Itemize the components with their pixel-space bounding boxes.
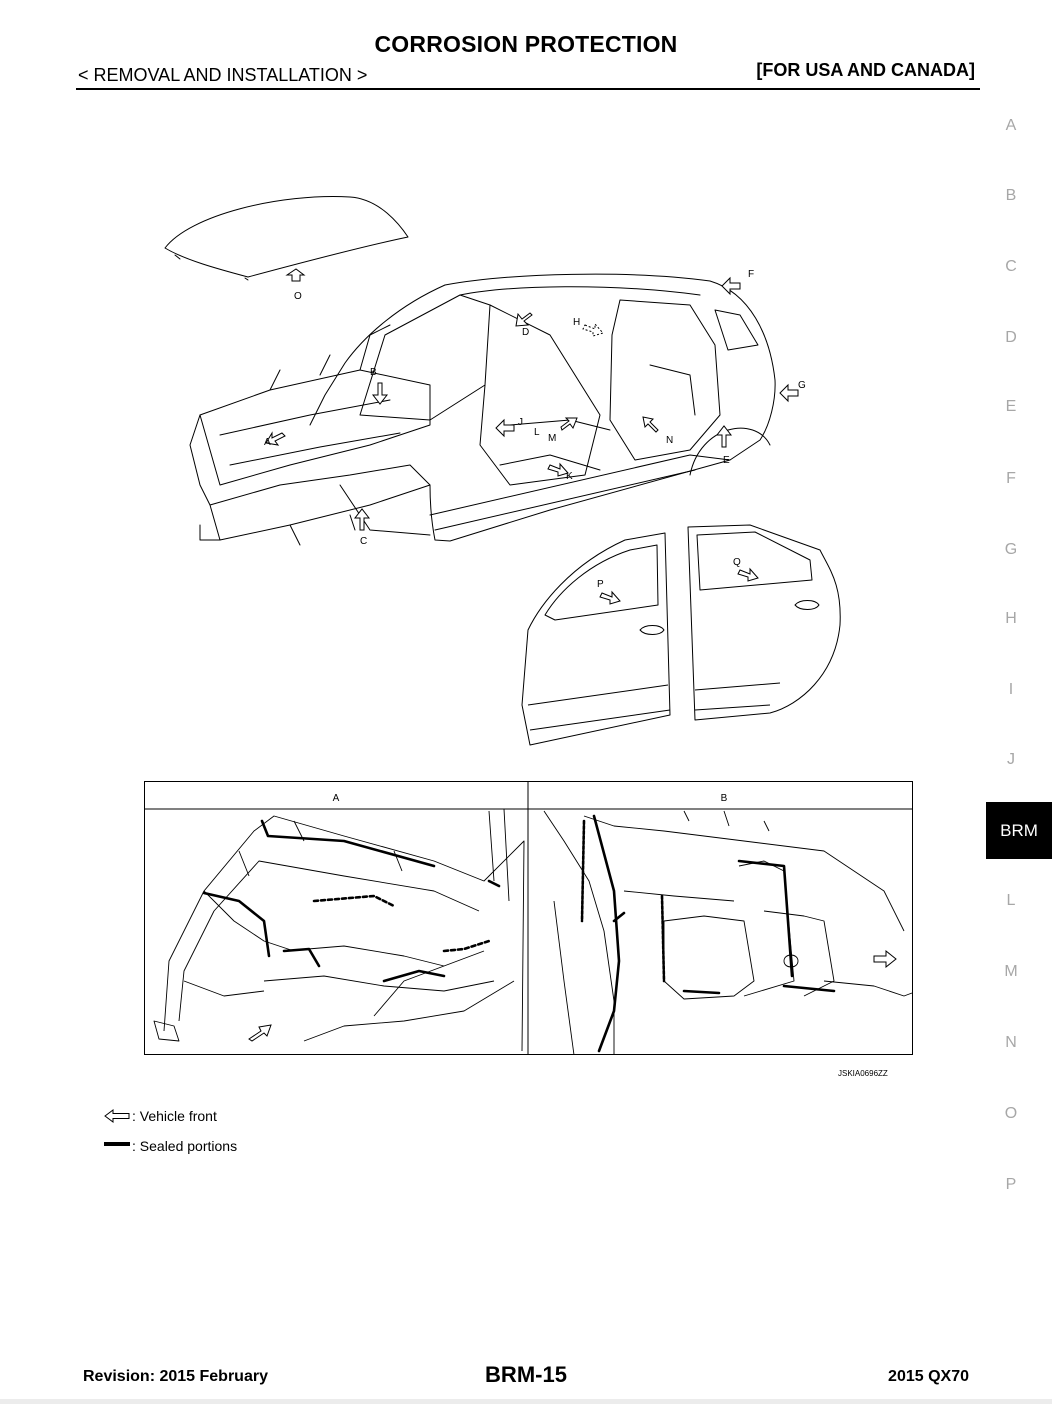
- index-letter-e[interactable]: E: [1005, 398, 1017, 415]
- index-letter-j[interactable]: J: [1007, 751, 1015, 768]
- callout-p: P: [597, 579, 604, 590]
- callout-g: G: [798, 380, 806, 391]
- index-letter-o[interactable]: O: [1004, 1105, 1018, 1122]
- callout-c: C: [360, 536, 367, 547]
- callout-a: A: [264, 437, 271, 448]
- callout-d: D: [522, 327, 529, 338]
- detail-a-drawing: [153, 808, 525, 1052]
- detail-b-drawing: [543, 810, 913, 1056]
- section-breadcrumb: < REMOVAL AND INSTALLATION >: [78, 65, 368, 85]
- body-diagram: O F D H B G A J L M N E K C P Q: [164, 196, 841, 746]
- legend-vehicle-front: : Vehicle front: [103, 1108, 217, 1124]
- vehicle-front-arrow-icon: [104, 1109, 130, 1123]
- header-divider: [76, 88, 980, 90]
- page-number: BRM-15: [485, 1362, 567, 1387]
- legend-sealed-label: : Sealed portions: [132, 1138, 238, 1154]
- rear-door: [687, 524, 841, 721]
- index-letter-i[interactable]: I: [1008, 681, 1014, 698]
- index-letter-b[interactable]: B: [1005, 187, 1017, 204]
- body-shell: [429, 273, 776, 542]
- callout-o: O: [294, 291, 302, 302]
- model-label: 2015 QX70: [888, 1368, 969, 1385]
- detail-header-a: A: [333, 793, 340, 804]
- front-door: [521, 532, 671, 746]
- callout-h: H: [573, 317, 580, 328]
- callout-q: Q: [733, 557, 741, 568]
- figure-code: JSKIA0696ZZ: [838, 1069, 888, 1078]
- sealed-line-icon: [104, 1142, 130, 1146]
- market-label: [FOR USA AND CANADA]: [756, 60, 975, 80]
- index-letter-m[interactable]: M: [1004, 963, 1018, 980]
- revision-label: Revision: 2015 February: [83, 1368, 268, 1385]
- callout-b: B: [370, 367, 377, 378]
- index-letter-l[interactable]: L: [1006, 892, 1016, 909]
- legend-sealed-portions: : Sealed portions: [103, 1138, 237, 1154]
- callout-k: K: [566, 471, 573, 482]
- index-letter-p[interactable]: P: [1005, 1176, 1017, 1193]
- callout-f: F: [748, 269, 754, 280]
- callout-m: M: [548, 433, 556, 444]
- legend-vehicle-front-label: : Vehicle front: [132, 1108, 217, 1124]
- detail-b-sealed-lines: [580, 814, 836, 1053]
- hood-panel: [164, 196, 409, 278]
- detail-header-b: B: [721, 793, 728, 804]
- index-letter-a[interactable]: A: [1005, 117, 1017, 134]
- page-title: CORROSION PROTECTION: [374, 31, 678, 57]
- callout-l: L: [534, 427, 540, 438]
- index-letter-h[interactable]: H: [1005, 610, 1017, 627]
- index-tab-brm[interactable]: BRM: [986, 802, 1052, 859]
- footer-band: [0, 1399, 1052, 1404]
- index-letter-g[interactable]: G: [1004, 541, 1018, 558]
- index-letter-c[interactable]: C: [1005, 258, 1017, 275]
- index-letter-f[interactable]: F: [1006, 470, 1016, 487]
- detail-panels: A B: [144, 781, 913, 1056]
- callout-e: E: [723, 455, 730, 466]
- index-letter-d[interactable]: D: [1005, 329, 1017, 346]
- callout-n: N: [666, 435, 673, 446]
- index-letter-n[interactable]: N: [1005, 1034, 1017, 1051]
- callout-j: J: [518, 417, 523, 428]
- detail-a-sealed-lines: [202, 819, 501, 983]
